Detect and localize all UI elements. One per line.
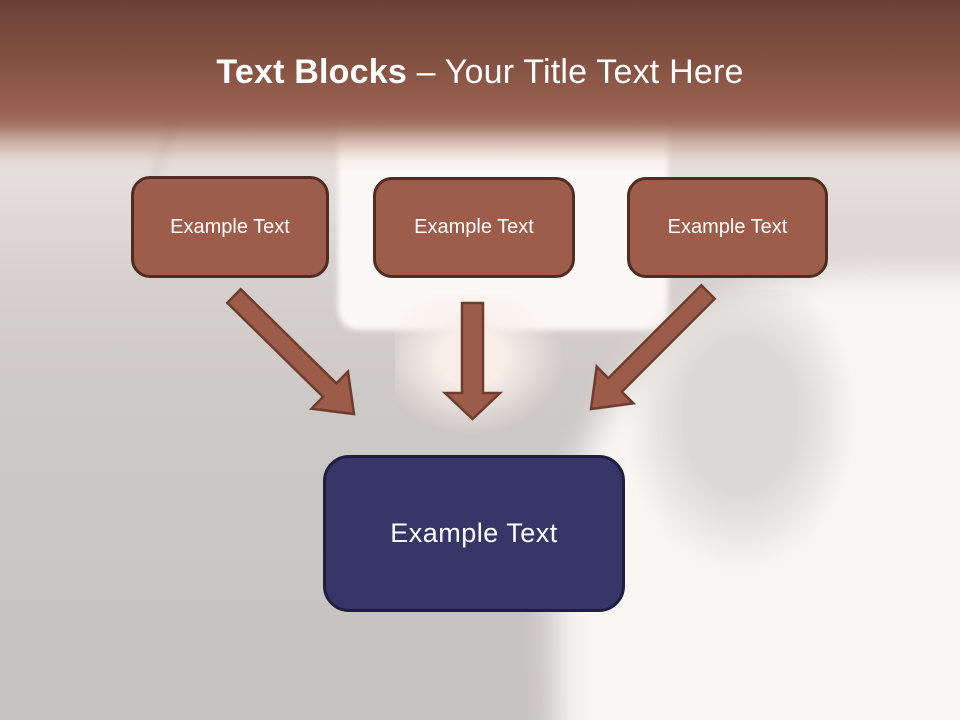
page-title-bold: Text Blocks — [216, 53, 407, 91]
text-block-3: Example Text — [627, 177, 828, 278]
text-block-1-label: Example Text — [170, 215, 290, 238]
header-band — [0, 0, 960, 172]
target-block-label: Example Text — [390, 518, 558, 548]
arrow-down-right-icon — [225, 287, 356, 416]
page-title-rest: – Your Title Text Here — [416, 53, 744, 91]
text-block-3-label: Example Text — [667, 216, 788, 238]
arrow-down-left-icon — [589, 283, 717, 411]
text-block-1: Example Text — [131, 176, 329, 278]
text-block-2: Example Text — [373, 177, 575, 278]
page-title: Text Blocks – Your Title Text Here — [0, 53, 960, 91]
arrow-down-icon — [441, 301, 504, 421]
target-block: Example Text — [323, 455, 625, 612]
text-block-2-label: Example Text — [414, 216, 534, 238]
